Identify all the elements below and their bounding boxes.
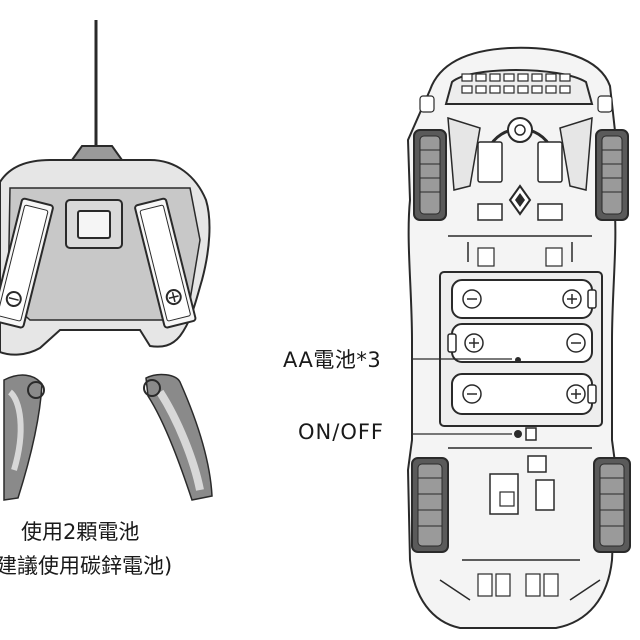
center-button-inner [77, 210, 111, 239]
front-right-wheel [595, 129, 629, 221]
front-left-wheel [413, 129, 447, 221]
power-switch [514, 430, 522, 438]
transmitter-top-grip [70, 145, 124, 161]
left-ribbon-ring [27, 381, 45, 399]
power-switch-label: ON/OFF [298, 420, 385, 444]
rear-right-wheel [593, 457, 631, 553]
rear-vents [477, 573, 559, 597]
right-ribbon-ring [143, 379, 161, 397]
car-chassis [406, 46, 631, 629]
battery-advice-label: 建議使用碳鋅電池) [0, 554, 173, 578]
rear-left-wheel [411, 457, 449, 553]
battery-1 [451, 279, 597, 319]
transmitter-battery-label: 使用2顆電池 [21, 520, 140, 544]
aa-batteries-label: AA電池*3 [283, 348, 382, 372]
battery-2 [447, 323, 593, 363]
right-battery-bay [134, 197, 197, 329]
left-battery-bay [0, 197, 54, 329]
battery-3 [451, 373, 597, 415]
transmitter [0, 20, 213, 501]
front-vents [461, 73, 571, 94]
